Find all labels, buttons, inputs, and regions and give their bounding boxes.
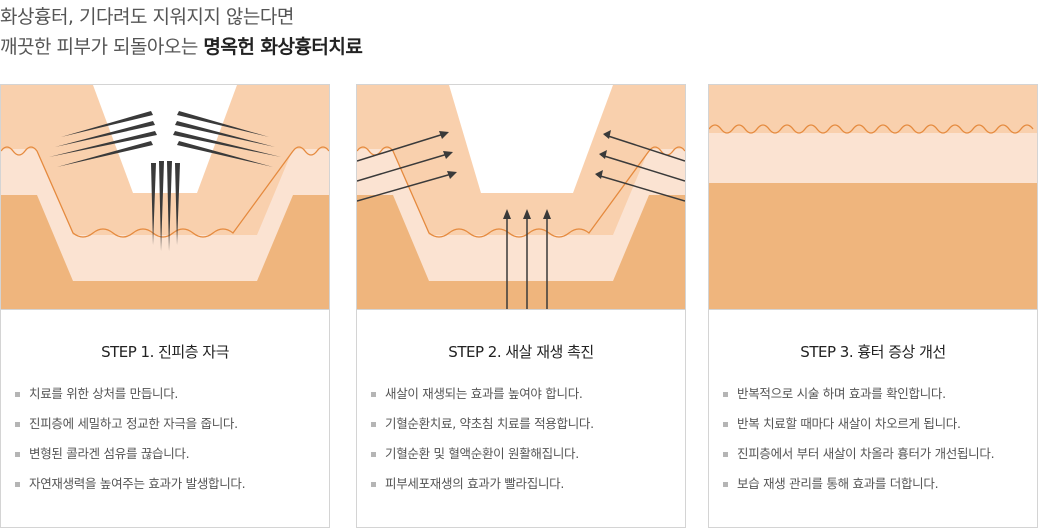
step-3-title: STEP 3. 흉터 증상 개선 [800, 343, 946, 361]
dermis-wave-line [357, 146, 685, 238]
skin-layers-wound-diagram [1, 85, 329, 309]
list-item: 새살이 재생되는 효과를 높여야 합니다. [371, 379, 594, 409]
step-1-card: STEP 1. 진피층 자극 치료를 위한 상처를 만듭니다. 진피층에 세밀하… [0, 84, 330, 528]
list-item: 피부세포재생의 효과가 빨라집니다. [371, 469, 594, 499]
list-item: 기혈순환치료, 약초침 치료를 적용합니다. [371, 409, 594, 439]
dermis-wave-line [709, 124, 1034, 134]
headline-line-2: 깨끗한 피부가 되돌아오는 명옥헌 화상흉터치료 [0, 32, 700, 62]
list-item: 진피층에서 부터 새살이 차올라 흉터가 개선됩니다. [723, 439, 995, 469]
list-item: 변형된 콜라겐 섬유를 끊습니다. [15, 439, 245, 469]
headline: 화상흉터, 기다려도 지워지지 않는다면 깨끗한 피부가 되돌아오는 명옥헌 화… [0, 2, 700, 62]
headline-highlight: 명옥헌 화상흉터치료 [203, 36, 363, 58]
arrow-icon [357, 130, 685, 309]
list-item: 보습 재생 관리를 통해 효과를 더합니다. [723, 469, 994, 499]
step-2-card: STEP 2. 새살 재생 촉진 새살이 재생되는 효과를 높여야 합니다. 기… [356, 84, 686, 528]
skin-regeneration-diagram [357, 85, 685, 309]
step-1-list: 치료를 위한 상처를 만듭니다. 진피층에 세밀하고 정교한 자극을 줍니다. … [15, 379, 246, 499]
needle-icon [49, 111, 281, 251]
step-1-illustration [1, 85, 329, 310]
step-2-title: STEP 2. 새살 재생 촉진 [448, 343, 594, 361]
headline-line-2-text: 깨끗한 피부가 되돌아오는 [0, 36, 204, 58]
healed-skin-diagram [709, 85, 1037, 309]
step-1-title: STEP 1. 진피층 자극 [101, 343, 229, 361]
list-item: 진피층에 세밀하고 정교한 자극을 줍니다. [15, 409, 245, 439]
step-3-list: 반복적으로 시술 하며 효과를 확인합니다. 반복 치료할 때마다 새살이 차오… [723, 379, 995, 499]
step-2-list: 새살이 재생되는 효과를 높여야 합니다. 기혈순환치료, 약초침 치료를 적용… [371, 379, 594, 499]
headline-line-1: 화상흉터, 기다려도 지워지지 않는다면 [0, 6, 294, 28]
list-item: 반복 치료할 때마다 새살이 차오르게 됩니다. [723, 409, 994, 439]
list-item: 자연재생력을 높여주는 효과가 발생합니다. [15, 469, 246, 499]
step-2-illustration [357, 85, 685, 310]
step-3-card: STEP 3. 흉터 증상 개선 반복적으로 시술 하며 효과를 확인합니다. … [708, 84, 1038, 528]
list-item: 치료를 위한 상처를 만듭니다. [15, 379, 245, 409]
step-3-illustration [709, 85, 1037, 310]
list-item: 기혈순환 및 혈액순환이 원활해집니다. [371, 439, 594, 469]
list-item: 반복적으로 시술 하며 효과를 확인합니다. [723, 379, 994, 409]
